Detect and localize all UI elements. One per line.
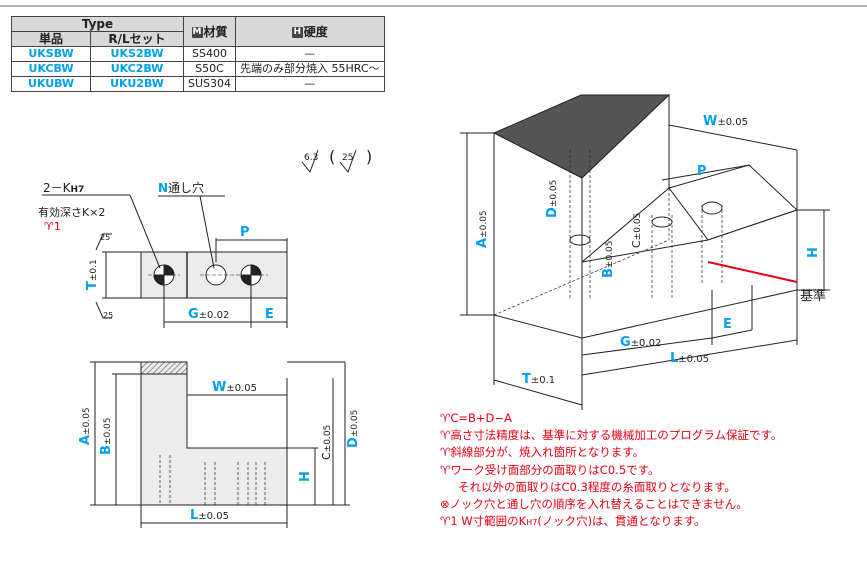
top-g-label: G±0.02: [188, 307, 229, 322]
table-row: UKSBW UKS2BW SS400 —: [11, 46, 385, 62]
front-l-label: L±0.05: [190, 508, 229, 523]
iso-l-label: L±0.05: [670, 351, 709, 366]
top-p-label: P: [240, 225, 250, 240]
rl-header: R/Lセット: [90, 31, 184, 47]
front-a-label: A±0.05: [78, 407, 93, 445]
rough-top-label: 25: [100, 233, 110, 242]
roughness-symbol: 6.3 ( 25 ): [301, 147, 372, 174]
k-note-label: ♈1: [44, 220, 61, 233]
material-mark-icon: M: [191, 26, 203, 38]
material-cell: SUS304: [182, 76, 237, 92]
iso-t-label: T±0.1: [522, 372, 555, 387]
part-rl: UKU2BW: [90, 76, 184, 92]
iso-datum-label: 基準: [800, 288, 826, 304]
notes-block: ♈C=B+D−A ♈高さ寸法精度は、基準に対する機械加工のプログラム保証です。 …: [440, 410, 782, 531]
iso-d-label: D±0.05: [545, 180, 560, 218]
svg-text:25: 25: [342, 153, 353, 163]
k-depth-label: 有効深さK×2: [38, 205, 105, 219]
part-rl: UKC2BW: [90, 61, 184, 77]
iso-b-label: B±0.05: [601, 240, 616, 278]
top-e-label: E: [265, 307, 274, 322]
part-single: UKCBW: [11, 61, 91, 77]
top-view: [42, 194, 288, 328]
front-h-label: H: [298, 471, 313, 482]
hardness-cell: 先端のみ部分焼入 55HRC～: [235, 61, 385, 77]
svg-text:6.3: 6.3: [304, 153, 318, 163]
rough-bottom-label: 25: [103, 311, 113, 320]
front-view: [90, 361, 350, 528]
iso-c-label: C±0.05: [630, 213, 643, 248]
iso-e-label: E: [723, 317, 732, 332]
iso-g-label: G±0.02: [620, 335, 661, 350]
hardness-cell: —: [235, 76, 385, 92]
iso-h-label: H: [806, 247, 821, 258]
table-row: UKUBW UKU2BW SUS304 —: [11, 76, 385, 92]
table-row: UKCBW UKC2BW S50C 先端のみ部分焼入 55HRC～: [11, 61, 385, 77]
note-formula: ♈C=B+D−A: [440, 411, 512, 425]
front-w-label: W±0.05: [212, 380, 257, 395]
type-header: Type: [11, 16, 184, 32]
svg-text:): ): [366, 147, 372, 166]
front-b-label: B±0.05: [99, 417, 114, 455]
iso-a-label: A±0.05: [475, 210, 490, 248]
n-label: N通し穴: [158, 180, 204, 195]
top-t-label: T±0.1: [85, 259, 100, 290]
part-single: UKUBW: [11, 76, 91, 92]
hardness-mark-icon: H: [291, 26, 303, 38]
material-cell: SS400: [182, 46, 237, 62]
front-d-label: D±0.05: [346, 410, 361, 448]
svg-text:(: (: [329, 147, 335, 166]
single-header: 単品: [11, 31, 91, 47]
iso-p-label: P: [697, 164, 707, 179]
front-c-label: C±0.05: [320, 425, 333, 460]
isometric-view: [460, 93, 830, 410]
note-hatched-area: ♈斜線部分が、焼入れ箇所となります。: [440, 445, 645, 460]
top-divider: [0, 5, 867, 7]
note-height-accuracy: ♈高さ寸法精度は、基準に対する機械加工のプログラム保証です。: [440, 428, 783, 443]
prohibited-icon: ⊗: [440, 497, 450, 512]
note-chamfer-other: それ以外の面取りはC0.3程度の糸面取りとなります。: [458, 479, 736, 494]
note-chamfer: ♈ワーク受け面部分の面取りはC0.5です。: [440, 462, 660, 477]
iso-w-label: W±0.05: [703, 114, 748, 129]
note-through-hole: ♈1 W寸範囲のKH7(ノック穴)は、貫通となります。: [440, 514, 706, 529]
note-order: ⊗ノック穴と通し穴の順序を入れ替えることはできません。: [440, 497, 748, 512]
k-label: 2－KH7: [43, 181, 84, 195]
part-rl: UKS2BW: [90, 46, 184, 62]
